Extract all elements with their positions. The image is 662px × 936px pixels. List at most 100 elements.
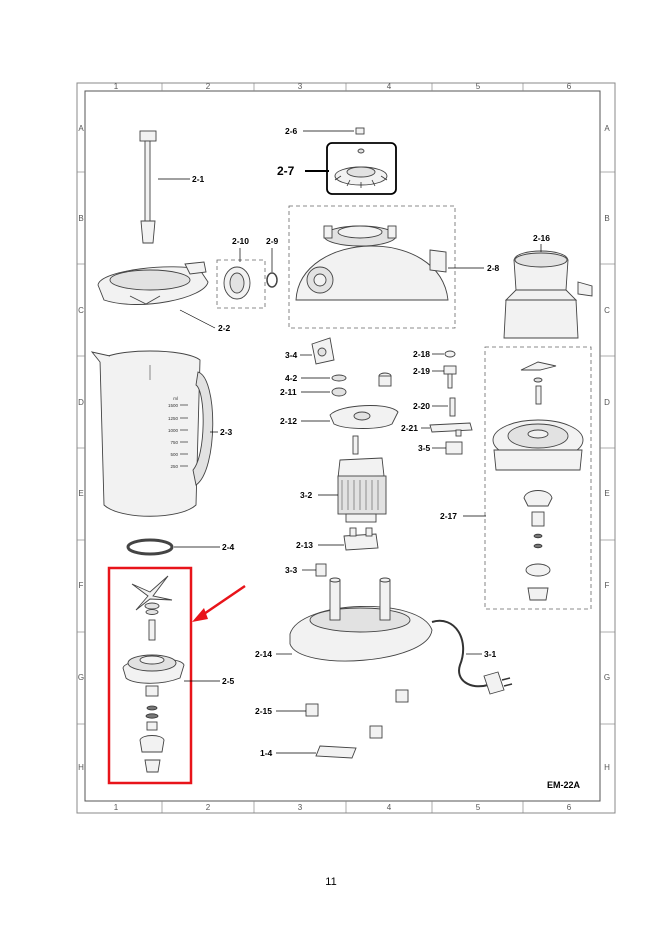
- part-label-3-5: 3-5: [418, 443, 431, 453]
- jar-scale-mark: 1250: [168, 416, 179, 421]
- part-label-3-3: 3-3: [285, 565, 298, 575]
- col-label: 3: [298, 82, 303, 91]
- callout-box-2-7: [326, 142, 397, 195]
- part-label-2-17: 2-17: [440, 511, 457, 521]
- part-grinder-assembly: [463, 361, 584, 601]
- part-bushing: [301, 387, 347, 397]
- row-label: E: [78, 489, 83, 498]
- row-label: B: [604, 214, 609, 223]
- part-label-2-21: 2-21: [401, 423, 418, 433]
- part-label-2-19: 2-19: [413, 366, 430, 376]
- part-motor: [318, 435, 387, 523]
- group-box-knob: [216, 259, 266, 309]
- group-box-motor-housing: [288, 205, 456, 329]
- jar-scale-mark: 250: [170, 464, 178, 469]
- part-label-2-1: 2-1: [192, 174, 205, 184]
- col-label: 1: [114, 82, 119, 91]
- row-label: D: [604, 398, 610, 407]
- col-label: 1: [114, 803, 119, 812]
- row-label: D: [78, 398, 84, 407]
- col-label: 5: [476, 82, 481, 91]
- part-sealing-ring: [126, 538, 220, 556]
- col-label: 4: [387, 82, 392, 91]
- part-label-2-10: 2-10: [232, 236, 249, 246]
- row-label: F: [79, 581, 84, 590]
- model-code: EM-22A: [547, 780, 581, 790]
- jar-scale-mark: 750: [170, 440, 178, 445]
- row-label: G: [78, 673, 84, 682]
- highlight-arrowhead: [192, 608, 208, 622]
- row-label: H: [604, 763, 610, 772]
- jar-scale-mark: 1500: [168, 403, 179, 408]
- part-switch-bracket: [300, 337, 335, 365]
- part-small-cap: [303, 127, 365, 135]
- row-label: C: [604, 306, 610, 315]
- part-grinder-cup: [503, 244, 593, 339]
- part-label-2-4: 2-4: [222, 542, 235, 552]
- part-motor-mount: [318, 527, 379, 551]
- row-label: A: [78, 124, 84, 133]
- part-small-nut: [432, 350, 456, 358]
- jar-scale-mark: 1000: [168, 428, 179, 433]
- col-label: 6: [567, 803, 572, 812]
- part-label-2-7: 2-7: [277, 164, 295, 178]
- part-motor-housing: [295, 225, 484, 301]
- part-spring-pin: [432, 397, 456, 417]
- part-label-2-14: 2-14: [255, 649, 272, 659]
- col-label: 2: [206, 82, 211, 91]
- row-label: F: [605, 581, 610, 590]
- part-rating-label: [276, 745, 357, 759]
- part-control-knob: [223, 248, 251, 300]
- part-coupling-gear: [334, 148, 388, 188]
- drawing-frame-inner: [84, 90, 601, 802]
- part-label-3-2: 3-2: [300, 490, 313, 500]
- part-knob-ring: [266, 248, 278, 288]
- part-washer: [301, 372, 392, 387]
- row-label: A: [604, 124, 610, 133]
- part-base-housing: [276, 577, 433, 662]
- part-label-2-2: 2-2: [218, 323, 231, 333]
- page-number: 11: [325, 876, 337, 888]
- part-label-2-6: 2-6: [285, 126, 298, 136]
- part-actuator: [432, 365, 457, 389]
- col-label: 5: [476, 803, 481, 812]
- part-blender-jar: ml 1500 1250 1000 750 500 250: [90, 350, 218, 517]
- part-label-2-13: 2-13: [296, 540, 313, 550]
- col-label: 6: [567, 82, 572, 91]
- part-label-4-2: 4-2: [285, 373, 298, 383]
- part-rubber-feet: [276, 689, 409, 739]
- part-label-2-8: 2-8: [487, 263, 500, 273]
- highlight-arrow-shaft: [197, 584, 246, 620]
- highlight-box-blade-assembly: [107, 566, 193, 785]
- col-label: 2: [206, 803, 211, 812]
- col-label: 3: [298, 803, 303, 812]
- row-label: B: [78, 214, 83, 223]
- jar-scale-mark: 500: [170, 452, 178, 457]
- part-power-cord: [431, 619, 513, 695]
- part-fuse: [302, 563, 327, 577]
- part-lever: [421, 422, 473, 437]
- jar-scale-mark: ml: [173, 396, 178, 401]
- part-label-2-3: 2-3: [220, 427, 233, 437]
- part-spatula: [139, 130, 190, 244]
- part-label-2-18: 2-18: [413, 349, 430, 359]
- part-label-3-1: 3-1: [484, 649, 497, 659]
- group-box-grinder-assembly: [484, 346, 592, 610]
- row-label: G: [604, 673, 610, 682]
- col-label: 4: [387, 803, 392, 812]
- part-micro-switch: [432, 441, 463, 455]
- part-label-2-12: 2-12: [280, 416, 297, 426]
- row-label: E: [604, 489, 609, 498]
- part-label-2-20: 2-20: [413, 401, 430, 411]
- part-motor-bracket: [301, 405, 399, 429]
- part-label-2-5: 2-5: [222, 676, 235, 686]
- part-label-2-15: 2-15: [255, 706, 272, 716]
- part-label-2-16: 2-16: [533, 233, 550, 243]
- part-label-2-11: 2-11: [280, 387, 297, 397]
- row-label: H: [78, 763, 84, 772]
- part-label-1-4: 1-4: [260, 748, 273, 758]
- part-label-2-9: 2-9: [266, 236, 279, 246]
- part-blade-assembly: [122, 575, 220, 773]
- row-label: C: [78, 306, 84, 315]
